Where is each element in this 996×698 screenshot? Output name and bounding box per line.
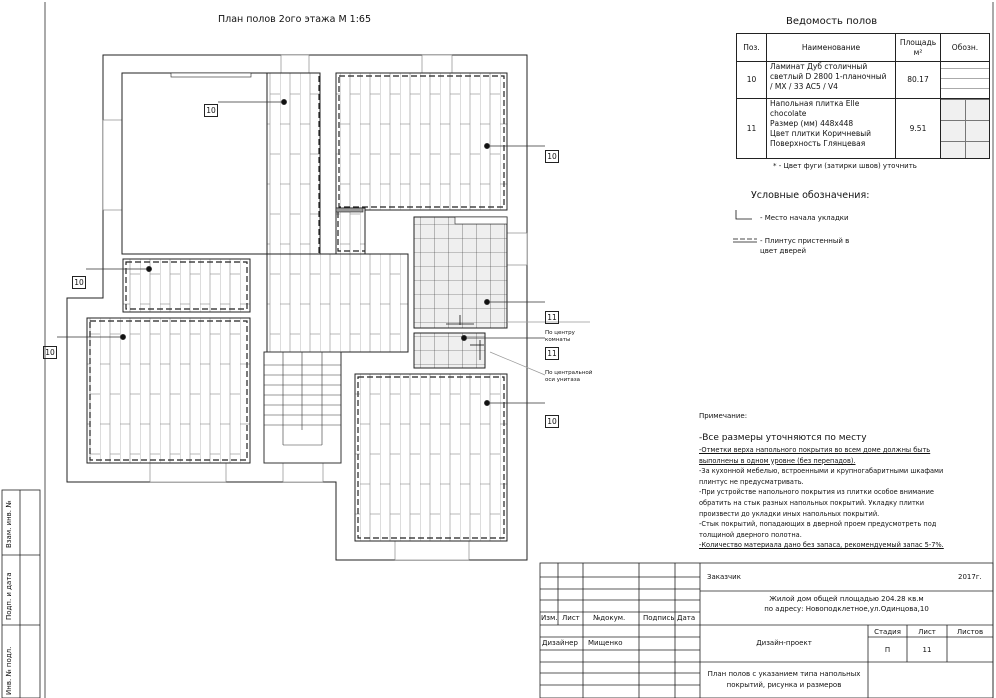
room-corridor-north: [266, 72, 321, 259]
tag-laminate: 10: [72, 276, 86, 289]
note-line: толщиной дверного полотна.: [699, 530, 802, 539]
tb-object-1: Жилой дом общей площадью 204.28 кв.м: [769, 595, 924, 603]
notes-title: Примечание:: [699, 412, 748, 420]
note-line: -За кухонной мебелью, встроенными и круп…: [699, 467, 944, 476]
note-line: -Количество материала дано без запаса, р…: [699, 541, 944, 550]
tb-h-change: Изм.: [541, 614, 558, 622]
schedule-title: Ведомость полов: [786, 16, 878, 27]
row-name: Напольная плитка Elle chocolate Размер (…: [766, 98, 896, 159]
name-line: chocolate: [770, 109, 807, 118]
tb-h-doc: №докум.: [593, 614, 626, 622]
stamp-sign-date: Подп. и дата: [5, 572, 13, 620]
room-bedroom-sw: [86, 317, 251, 464]
room-hall: [266, 253, 409, 353]
tb-stage: П: [884, 646, 891, 654]
baseboard-lines: [89, 75, 505, 539]
title-block-grid: [539, 562, 994, 698]
tb-object-2: по адресу: Новоподклетное,ул.Одинцова,10: [764, 605, 929, 613]
notes-lead: -Все размеры уточняются по месту: [699, 433, 867, 443]
tb-stage-label: Стадия: [874, 628, 901, 636]
note-line: -При устройстве напольного покрытия из п…: [699, 488, 934, 497]
schedule-footnote: * - Цвет фуги (затирки швов) уточнить: [773, 162, 917, 170]
tb-role: Дизайнер: [542, 639, 578, 647]
laying-start-arrows-icon: [446, 315, 484, 360]
room-bedroom-ne: [335, 72, 508, 211]
tb-sheets-label: Листов: [956, 628, 984, 636]
row-area: 80.17: [895, 61, 941, 99]
room-unfinished: [121, 72, 268, 255]
col-name: Наименование: [766, 33, 896, 62]
baseboard-dashed-line-icon: [733, 238, 757, 243]
tb-h-sign: Подпись: [643, 614, 675, 622]
legend-title: Условные обозначения:: [751, 190, 870, 201]
name-line: Напольная плитка Elle: [770, 99, 860, 108]
note-line: -Отметки верха напольного покрытия во вс…: [699, 446, 931, 454]
col-symbol: Обозн.: [940, 33, 990, 62]
windows: [102, 54, 528, 561]
note-line: плинтус не предусматривать.: [699, 477, 804, 486]
row-name: Ламинат Дуб столичный светлый D 2800 1-п…: [766, 61, 896, 99]
tile-swatch-icon: [940, 98, 990, 159]
tb-drawing-2: покрытий, рисунка и размеров: [726, 681, 842, 689]
note-line: произвести до укладки иных напольных пок…: [699, 509, 880, 518]
tb-sheet: 11: [922, 646, 932, 654]
tb-project: Дизайн-проект: [756, 639, 812, 647]
staircase: [263, 351, 342, 464]
tag-laminate: 10: [43, 346, 57, 359]
tb-sheet-label: Лист: [918, 628, 936, 636]
row-pos: 10: [736, 61, 767, 99]
name-line: Цвет плитки Коричневый: [770, 129, 872, 138]
room-bathroom: [413, 216, 508, 329]
legend-label-baseboard-2: цвет дверей: [760, 247, 807, 255]
tb-h-date: Дата: [677, 614, 696, 622]
col-area: Площадь м²: [895, 33, 941, 62]
name-line: / MX / 33 AC5 / V4: [770, 82, 838, 91]
name-line: Ламинат Дуб столичный: [770, 62, 868, 71]
callout-toilet-axis: По центральной оси унитаза: [545, 370, 593, 383]
room-small-west: [122, 258, 251, 313]
notes-body: -Отметки верха напольного покрытия во вс…: [699, 445, 944, 551]
tb-customer: Заказчик: [707, 573, 741, 581]
name-line: светлый D 2800 1-планочный: [770, 72, 887, 81]
legend-label-baseboard: - Плинтус пристенный в: [760, 237, 850, 245]
stamp-replace-inv: Взам. инв. №: [5, 500, 13, 548]
legend-label-start: - Место начала укладки: [760, 214, 849, 222]
room-closet: [335, 207, 366, 255]
stamp-inv-orig: Инв. № подл.: [5, 646, 13, 695]
name-line: Размер (мм) 448x448: [770, 119, 854, 128]
tb-drawing-1: План полов с указанием типа напольных: [707, 670, 861, 678]
side-stamp-grid: [1, 489, 41, 698]
tag-tile: 11: [545, 311, 559, 324]
laminate-swatch-icon: [940, 61, 990, 99]
laying-start-arrow-icon: [735, 210, 752, 220]
room-bedroom-se: [354, 373, 508, 542]
tag-tile: 11: [545, 347, 559, 360]
note-line: -Стык покрытий, попадающих в дверной про…: [699, 520, 937, 529]
tag-laminate: 10: [545, 415, 559, 428]
plan-title: План полов 2ого этажа М 1:65: [218, 14, 371, 25]
tb-year: 2017г.: [958, 573, 982, 581]
tag-laminate: 10: [204, 104, 218, 117]
tb-h-sheet: Лист: [562, 614, 580, 622]
leader-lines: [57, 99, 590, 406]
tb-person: Мищенко: [588, 639, 623, 647]
col-pos: Поз.: [736, 33, 767, 62]
callout-room-center: По центру комнаты: [545, 330, 575, 343]
note-line: обратить на стык разных напольных покрыт…: [699, 498, 925, 507]
room-wc: [413, 332, 486, 369]
row-area: 9.51: [895, 98, 941, 159]
note-line: выполнены в одном уровне (без перепадов)…: [699, 456, 856, 465]
name-line: Поверхность Глянцевая: [770, 139, 866, 148]
row-pos: 11: [736, 98, 767, 159]
tag-laminate: 10: [545, 150, 559, 163]
